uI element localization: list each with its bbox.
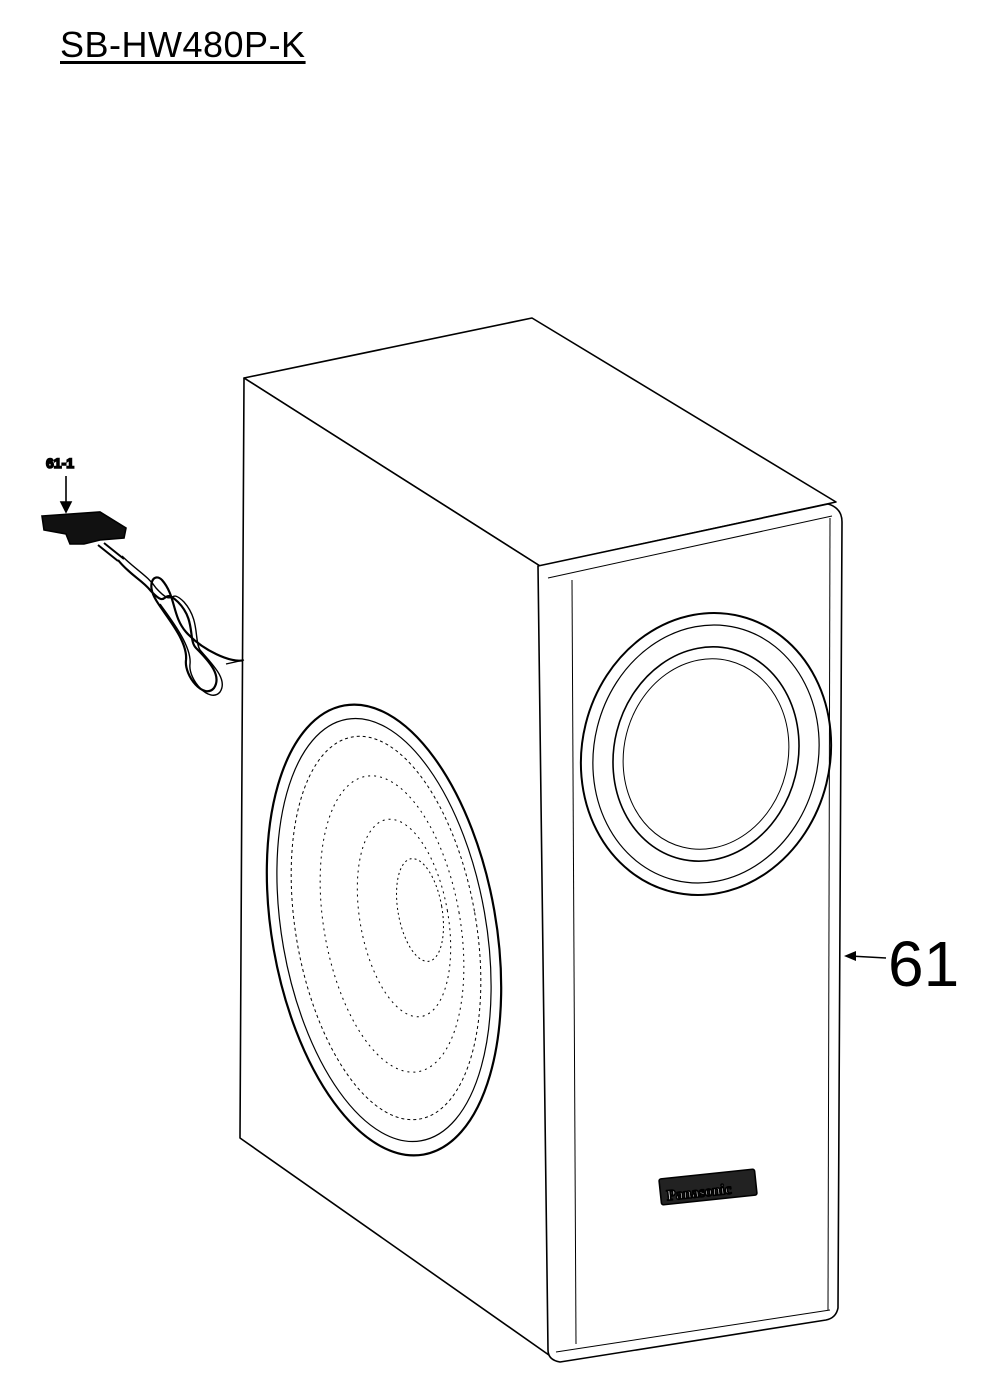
- brand-logo: Panasonic: [658, 1168, 758, 1206]
- plug-icon: [41, 511, 127, 545]
- callout-61: 61: [844, 928, 959, 1000]
- front-driver-icon: [579, 611, 833, 897]
- diagram-title: SB-HW480P-K: [60, 24, 306, 65]
- arrow-head-icon: [844, 951, 856, 961]
- callout-label-61: 61: [888, 928, 959, 1000]
- cabinet-front-face: [537, 503, 843, 1363]
- subwoofer-cabinet-61: Panasonic: [225, 317, 843, 1363]
- power-cord-61-1: 61-1: [41, 454, 245, 696]
- arrow-head-icon: [59, 501, 73, 514]
- side-woofer-icon: [265, 703, 503, 1157]
- callout-label-61-1: 61-1: [46, 455, 74, 471]
